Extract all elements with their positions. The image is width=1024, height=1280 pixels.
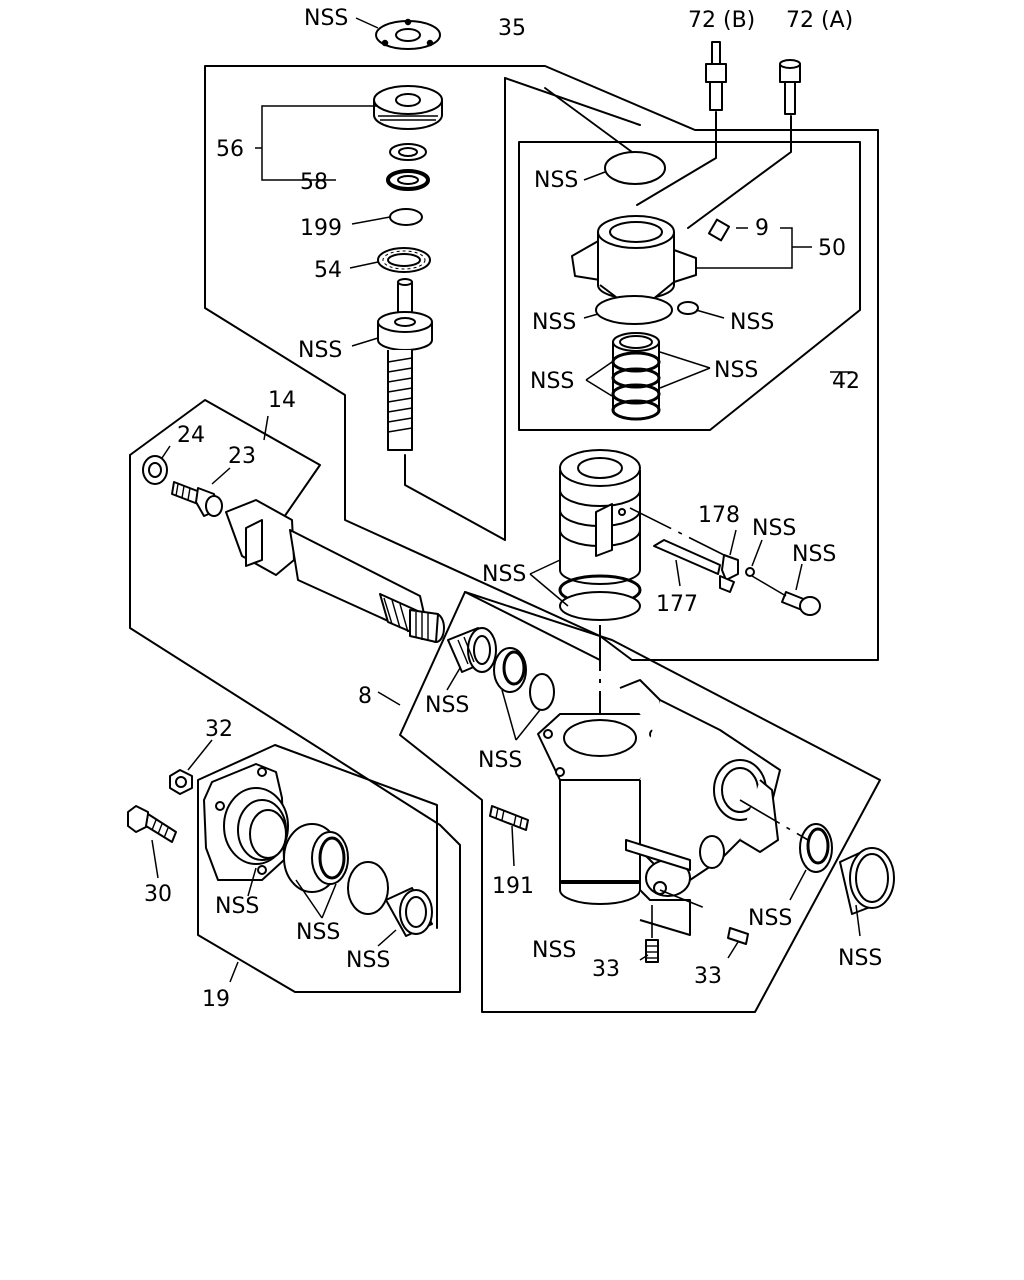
label-nss-piston: NSS — [482, 562, 526, 587]
label-35: 35 — [498, 16, 526, 41]
label-191: 191 — [492, 874, 534, 899]
frame-8-link — [464, 591, 601, 661]
label-nss-top: NSS — [304, 6, 348, 31]
label-9: 9 — [755, 216, 769, 241]
valve-spool-rings — [611, 332, 661, 421]
frame-valve-internal-2 — [504, 77, 641, 126]
part-58-seal — [386, 143, 430, 191]
part-56-bearing-cap — [373, 85, 443, 130]
frame-14-b — [129, 454, 461, 993]
gear-housing — [537, 679, 781, 936]
label-nss-bearing: NSS — [425, 693, 469, 718]
label-nss-rings-right: NSS — [714, 358, 758, 383]
plug-33a — [645, 939, 659, 963]
label-32: 32 — [205, 717, 233, 742]
frame-8 — [399, 591, 881, 1013]
frame-42 — [518, 141, 861, 431]
label-nss-housing: NSS — [532, 938, 576, 963]
label-nss-side-cap: NSS — [838, 946, 882, 971]
label-33a: 33 — [592, 957, 620, 982]
label-nss-cover-bearing: NSS — [346, 948, 390, 973]
nut-24 — [142, 455, 168, 485]
washer-178 — [745, 567, 755, 577]
label-178: 178 — [698, 503, 740, 528]
bolt-23 — [171, 481, 223, 517]
label-33b: 33 — [694, 964, 722, 989]
part-54-thrust-bearing — [377, 247, 431, 273]
cover-seal — [311, 831, 349, 885]
label-23: 23 — [228, 444, 256, 469]
part-199-ring — [389, 208, 423, 226]
label-24: 24 — [177, 423, 205, 448]
seal-ring-a — [493, 647, 527, 693]
frame-35 — [204, 65, 879, 661]
label-nss-seals: NSS — [478, 748, 522, 773]
label-nss-cover-rings: NSS — [296, 920, 340, 945]
seal-ring-b — [529, 673, 555, 711]
small-oring — [677, 301, 699, 315]
label-nss-shaft: NSS — [298, 338, 342, 363]
piston-ring-2 — [559, 591, 641, 621]
frame-14 — [129, 399, 321, 521]
plug-33b — [727, 927, 749, 945]
cover-needle-bearing — [385, 887, 433, 937]
side-seal — [799, 823, 833, 873]
worm-shaft — [377, 278, 433, 451]
part-178-clip — [719, 554, 739, 593]
label-nss-rings-left: NSS — [530, 369, 574, 394]
label-56: 56 — [216, 137, 244, 162]
label-nss-178b: NSS — [792, 542, 836, 567]
label-nss-178a: NSS — [752, 516, 796, 541]
bolt-30 — [127, 805, 177, 843]
label-nss-valve-right: NSS — [730, 310, 774, 335]
label-nss-side-seal: NSS — [748, 906, 792, 931]
label-72a: 72 (A) — [786, 8, 853, 33]
label-14: 14 — [268, 388, 296, 413]
label-42: 42 — [832, 369, 860, 394]
oring-upper — [604, 151, 666, 185]
label-50: 50 — [818, 236, 846, 261]
label-nss-cover: NSS — [215, 894, 259, 919]
bolt-72b — [705, 41, 727, 111]
top-cap-plate — [375, 18, 441, 50]
label-54: 54 — [314, 258, 342, 283]
sector-shaft — [225, 499, 445, 643]
label-nss-valve-left: NSS — [532, 310, 576, 335]
bolt-178 — [781, 591, 821, 616]
label-72b: 72 (B) — [688, 8, 755, 33]
label-58: 58 — [300, 170, 328, 195]
part-9-fitting — [707, 218, 731, 242]
stud-191 — [489, 805, 529, 831]
needle-bearing-8 — [447, 627, 497, 673]
cover-ring-2 — [347, 861, 389, 915]
valve-housing — [571, 215, 697, 301]
label-30: 30 — [144, 882, 172, 907]
side-cover-19 — [203, 763, 289, 881]
label-19: 19 — [202, 987, 230, 1012]
piston-rack — [559, 449, 641, 585]
label-199: 199 — [300, 216, 342, 241]
bolt-72a — [779, 59, 801, 115]
valve-oring — [595, 295, 673, 325]
side-cap — [839, 847, 895, 915]
part-177-guide — [653, 539, 721, 575]
label-177: 177 — [656, 592, 698, 617]
nut-32 — [169, 769, 193, 795]
label-nss-oring-top: NSS — [534, 168, 578, 193]
label-8: 8 — [358, 684, 372, 709]
